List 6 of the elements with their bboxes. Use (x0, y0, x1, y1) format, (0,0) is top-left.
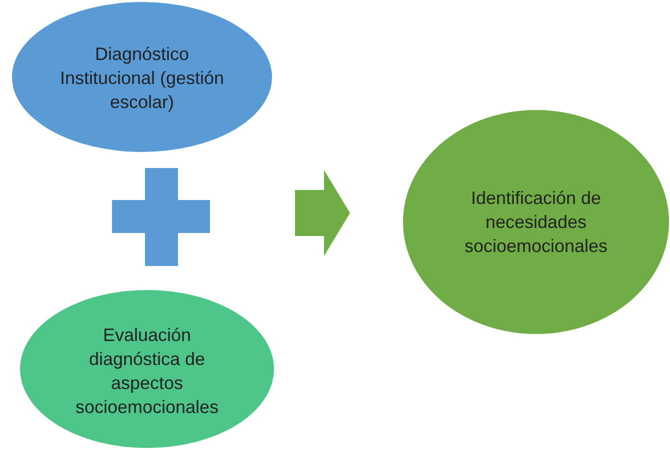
node-text: Identificación de necesidades socioemocionales (463, 187, 609, 258)
node-text: Diagnóstico Institucional (gestión escolar) (58, 43, 226, 114)
ellipse-node (20, 290, 274, 448)
node-text: Evaluación diagnóstica de aspectos socioemocionales (74, 324, 220, 419)
ellipse-node (12, 2, 272, 152)
ellipse-node (403, 110, 669, 334)
